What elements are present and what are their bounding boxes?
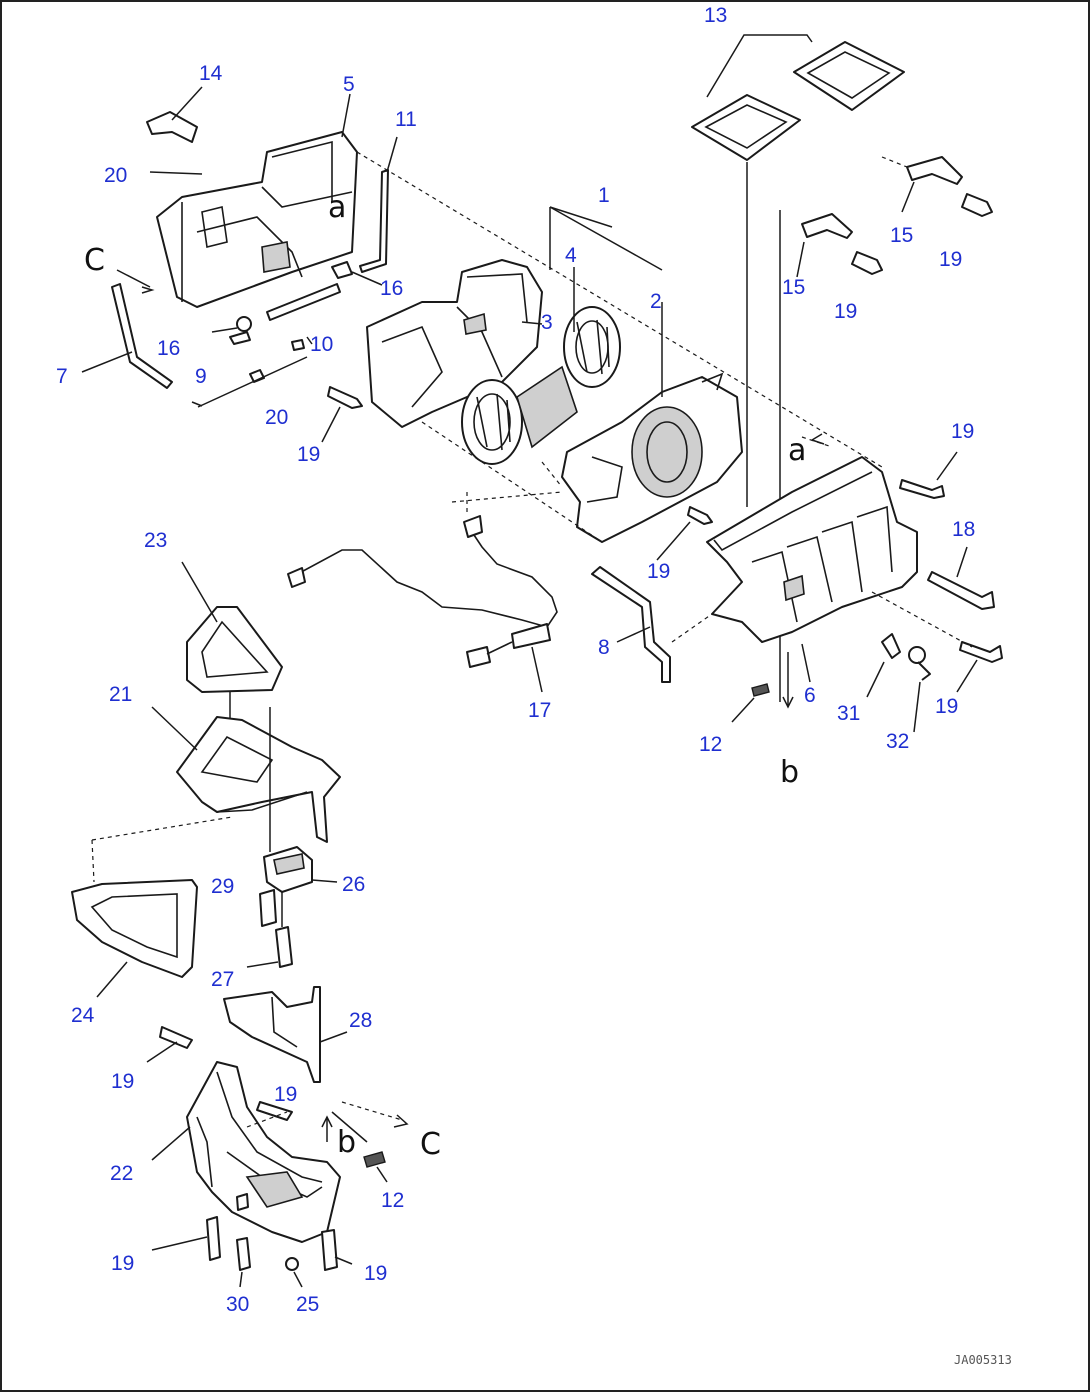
callout-28: 28 (349, 1009, 372, 1032)
callout-7: 7 (56, 365, 68, 388)
callout-13: 13 (704, 4, 727, 27)
ref-a-upper: a (328, 190, 346, 225)
callout-19-mid: 19 (834, 300, 857, 323)
callout-15-right: 15 (890, 224, 913, 247)
ref-a-lower: a (788, 433, 806, 468)
parts-26-27-29 (246, 707, 338, 968)
callout-6: 6 (804, 684, 816, 707)
callout-11: 11 (395, 108, 417, 131)
ref-b-lower: b (337, 1125, 356, 1160)
callout-12-upper: 12 (699, 733, 722, 756)
callout-15-mid: 15 (782, 276, 805, 299)
callout-20-bottom: 20 (265, 406, 288, 429)
part-2-blower-housing (549, 206, 743, 543)
part-7-strip (81, 269, 173, 389)
callout-26: 26 (342, 873, 365, 896)
callout-30: 30 (226, 1293, 249, 1316)
callout-12-lower: 12 (381, 1189, 404, 1212)
callout-2: 2 (650, 290, 662, 313)
small-fasteners-left (191, 136, 398, 408)
callout-25: 25 (296, 1293, 319, 1316)
callout-14: 14 (199, 62, 223, 85)
part-15-brackets (796, 156, 993, 278)
callout-32: 32 (886, 730, 909, 753)
callout-24: 24 (71, 1004, 95, 1027)
callout-19-topright: 19 (939, 248, 962, 271)
callout-19-left: 19 (297, 443, 320, 466)
callout-16-right: 16 (380, 277, 403, 300)
callout-23: 23 (144, 529, 167, 552)
part-12-and-b-arrow (731, 652, 794, 723)
callout-21: 21 (109, 683, 132, 706)
callout-4: 4 (565, 244, 577, 267)
lower-fasteners (146, 1026, 388, 1288)
drawing-number: JA005313 (954, 1353, 1012, 1367)
screws-right (321, 386, 1003, 733)
callout-16-left: 16 (157, 337, 180, 360)
part-23-gasket (181, 561, 283, 722)
part-8-bracket (591, 566, 713, 683)
ref-c-upper: C (84, 243, 105, 278)
part-6-main-housing (706, 456, 918, 683)
callout-3: 3 (541, 311, 553, 334)
callout-31: 31 (837, 702, 860, 725)
part-17-harness (287, 492, 558, 693)
callout-19-center: 19 (647, 560, 670, 583)
callout-19-right-lower: 19 (935, 695, 958, 718)
callout-20-top: 20 (104, 164, 127, 187)
part-3-blower-housing (366, 259, 543, 428)
callout-17: 17 (528, 699, 551, 722)
callout-22: 22 (110, 1162, 133, 1185)
part-24-duct-frame (71, 816, 233, 998)
callout-29: 29 (211, 875, 234, 898)
callout-1: 1 (598, 184, 610, 207)
ref-c-lower: C (420, 1127, 441, 1162)
callout-19-bottom-left: 19 (111, 1252, 134, 1275)
callout-10: 10 (310, 333, 333, 356)
alignment-lines (356, 151, 973, 648)
callout-5: 5 (343, 73, 355, 96)
callout-19-right-upper: 19 (951, 420, 974, 443)
callout-8: 8 (598, 636, 610, 659)
ref-b-upper: b (780, 755, 799, 790)
part-4-blower-motor (461, 267, 621, 465)
callouts: 13 14 5 11 20 1 15 4 19 15 16 2 19 3 10 … (56, 4, 975, 1316)
callout-18: 18 (952, 518, 975, 541)
callout-27: 27 (211, 968, 234, 991)
part-14-bracket (146, 86, 203, 143)
callout-19-lower-left: 19 (111, 1070, 134, 1093)
callout-9: 9 (195, 365, 207, 388)
part-22-lower-duct (151, 1061, 409, 1243)
callout-19-bottom-right: 19 (364, 1262, 387, 1285)
part-28-bracket (223, 986, 348, 1083)
part-21-duct (151, 706, 341, 843)
part-5-duct-housing (149, 93, 358, 308)
callout-19-lower-mid: 19 (274, 1083, 297, 1106)
